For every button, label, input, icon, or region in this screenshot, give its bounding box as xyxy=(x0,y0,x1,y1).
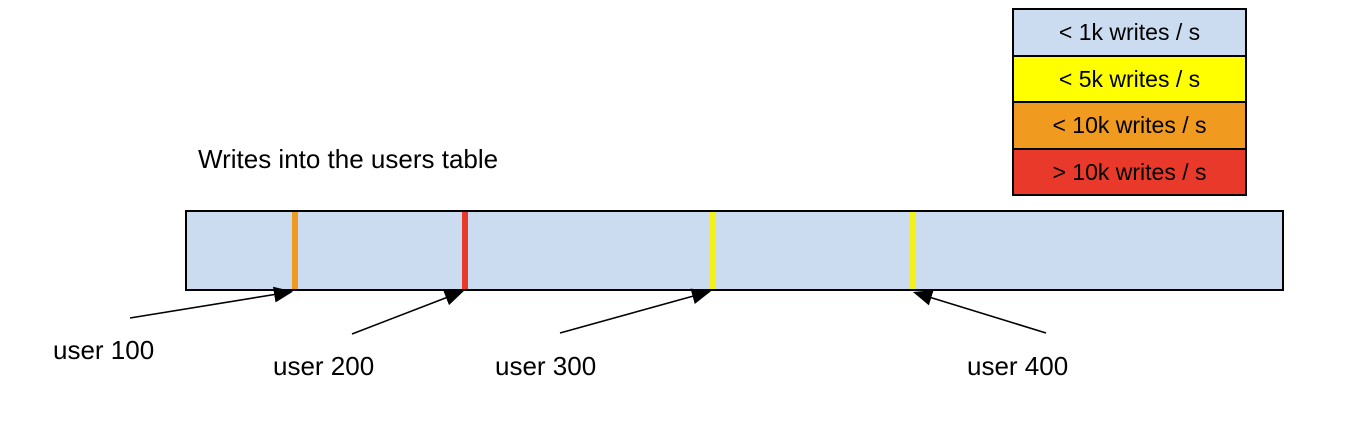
users-table-bar xyxy=(185,210,1284,291)
legend-item-label: > 10k writes / s xyxy=(1052,158,1207,185)
arrow-user-400 xyxy=(912,290,1047,334)
arrow-user-200 xyxy=(351,290,464,335)
legend-item-label: < 5k writes / s xyxy=(1058,65,1201,92)
arrow-user-100 xyxy=(129,286,294,319)
legend-item-lt-5k: < 5k writes / s xyxy=(1014,56,1245,103)
legend-item-gt-10k: > 10k writes / s xyxy=(1014,149,1245,194)
label-user-100: user 100 xyxy=(53,335,155,365)
label-user-400: user 400 xyxy=(967,351,1069,381)
arrow-user-300 xyxy=(559,288,712,334)
stripe-user-300 xyxy=(708,212,715,289)
legend-item-lt-1k: < 1k writes / s xyxy=(1014,10,1245,57)
stripe-user-400 xyxy=(909,212,916,289)
legend-item-label: < 1k writes / s xyxy=(1058,19,1201,45)
stripe-user-100 xyxy=(292,212,299,289)
legend: < 1k writes / s < 5k writes / s < 10k wr… xyxy=(1012,8,1247,196)
diagram-title: Writes into the users table xyxy=(198,144,499,174)
label-user-300: user 300 xyxy=(495,351,597,381)
legend-item-label: < 10k writes / s xyxy=(1052,112,1207,138)
label-user-200: user 200 xyxy=(273,351,375,381)
stripe-user-200 xyxy=(462,212,469,289)
legend-item-lt-10k: < 10k writes / s xyxy=(1014,103,1245,150)
